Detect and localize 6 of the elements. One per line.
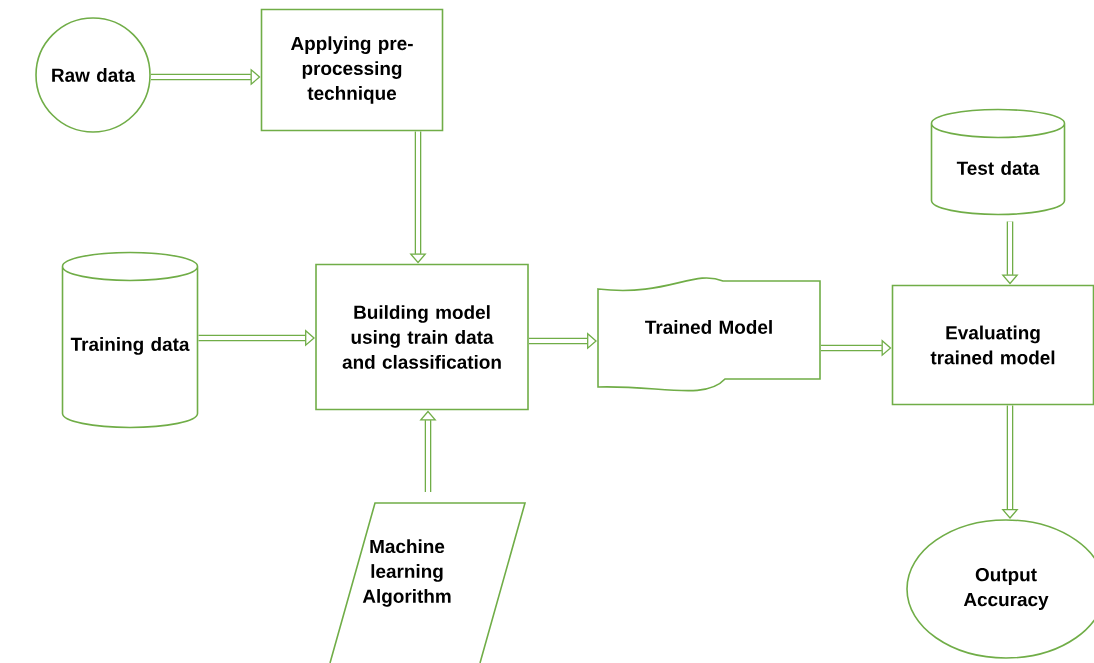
data-cylinder: Training data <box>61 251 199 429</box>
process-box: Applying pre-processing technique <box>260 8 444 132</box>
process-box: Building model using train data and classification <box>315 263 529 411</box>
data-cylinder: Test data <box>930 108 1066 216</box>
process-box: Evaluating trained model <box>891 284 1094 406</box>
input-parallelogram: Machine learning Algorithm <box>329 502 527 663</box>
